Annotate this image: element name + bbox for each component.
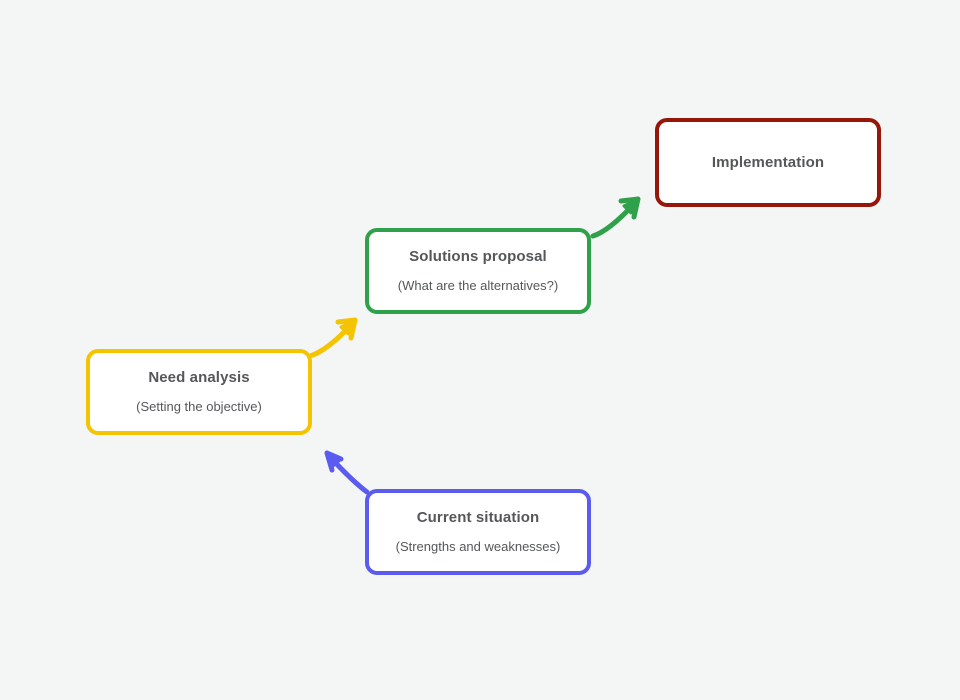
connector-current-to-need xyxy=(324,450,370,495)
node-implementation-title: Implementation xyxy=(711,153,825,171)
node-need-analysis[interactable]: Need analysis (Setting the objective) xyxy=(86,349,312,435)
node-solutions-proposal[interactable]: Solutions proposal (What are the alterna… xyxy=(365,228,591,314)
node-current-situation-subtitle: (Strengths and weaknesses) xyxy=(395,539,561,555)
node-current-situation-title: Current situation xyxy=(416,509,540,527)
node-solutions-proposal-title: Solutions proposal xyxy=(409,248,547,266)
node-solutions-proposal-subtitle: (What are the alternatives?) xyxy=(397,278,559,294)
connector-solutions-to-implementation xyxy=(590,196,641,239)
connector-need-to-solutions xyxy=(307,317,358,359)
node-need-analysis-subtitle: (Setting the objective) xyxy=(136,399,262,415)
node-current-situation[interactable]: Current situation (Strengths and weaknes… xyxy=(365,489,591,575)
node-implementation[interactable]: Implementation xyxy=(655,118,881,207)
node-need-analysis-title: Need analysis xyxy=(148,369,250,387)
